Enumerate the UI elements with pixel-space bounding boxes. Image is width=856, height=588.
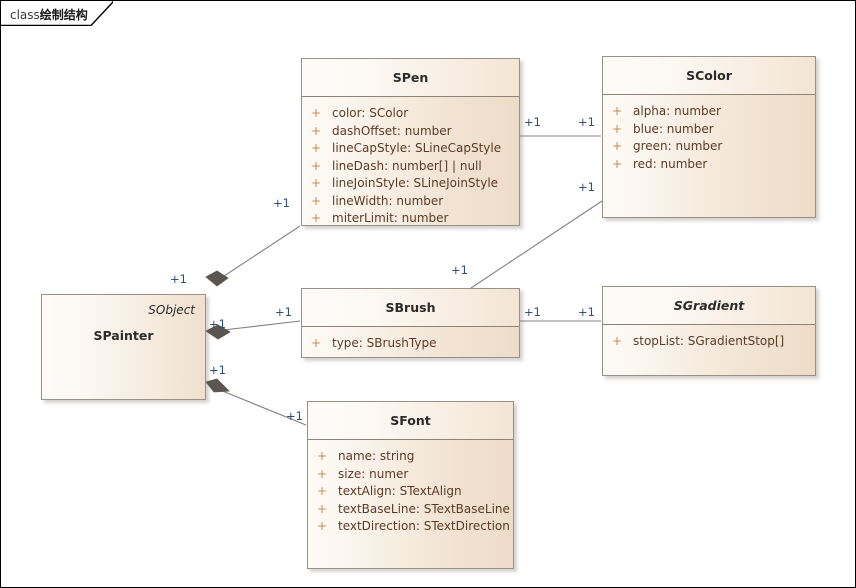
frame-name: 绘制结构 (39, 8, 88, 22)
class-box-spainter[interactable]: SObject SPainter (41, 294, 206, 400)
attribute-text: red: number (633, 156, 708, 171)
attribute-row: + textDirection: STextDirection (308, 518, 513, 536)
class-header-sgradient: SGradient (603, 287, 815, 325)
class-attributes-sbrush: + type: SBrushType (302, 327, 519, 353)
multiplicity-sbrush-scolor-target: +1 (578, 180, 595, 194)
attribute-row: + color: SColor (302, 105, 519, 123)
attribute-text: color: SColor (332, 106, 409, 120)
attribute-visibility: + (317, 484, 328, 498)
attribute-text: textBaseLine: STextBaseLine (338, 501, 510, 516)
attribute-visibility: + (311, 106, 322, 120)
class-title-spen: SPen (392, 70, 429, 85)
connector-spainter-spen (214, 225, 301, 283)
attribute-text: lineWidth: number (332, 193, 444, 208)
composition-diamond-sfont (205, 378, 230, 393)
class-title-spainter: SPainter (93, 328, 154, 343)
diagram-frame-tab: class绘制结构 (1, 1, 113, 26)
class-title-scolor: SColor (686, 68, 732, 83)
multiplicity-spainter-sbrush-target: +1 (275, 305, 292, 319)
attribute-row: + blue: number (603, 121, 815, 139)
attribute-visibility: + (311, 158, 322, 173)
frame-tab-label: class绘制结构 (10, 6, 88, 23)
attribute-visibility: + (317, 501, 328, 516)
class-box-sbrush[interactable]: SBrush + type: SBrushType (301, 288, 520, 358)
multiplicity-sbrush-sgradient-target: +1 (578, 305, 595, 319)
multiplicity-spainter-sbrush-source: +1 (209, 317, 226, 331)
attribute-visibility: + (612, 104, 623, 118)
attribute-row: + lineWidth: number (302, 193, 519, 211)
attribute-row: + name: string (308, 448, 513, 466)
attribute-text: alpha: number (633, 104, 721, 118)
attribute-row: + textBaseLine: STextBaseLine (308, 501, 513, 519)
connector-spainter-sbrush (214, 320, 301, 332)
multiplicity-sbrush-sgradient-source: +1 (524, 305, 541, 319)
attribute-row: + lineJoinStyle: SLineJoinStyle (302, 175, 519, 193)
class-box-spen[interactable]: SPen + color: SColor + dashOffset: numbe… (301, 58, 520, 226)
multiplicity-spainter-spen-source: +1 (170, 272, 187, 286)
attribute-text: lineDash: number[] | null (332, 158, 482, 173)
frame-tab-shape (1, 1, 113, 26)
attribute-text: stopList: SGradientStop[] (633, 334, 785, 348)
multiplicity-spen-scolor-target: +1 (578, 115, 595, 129)
class-box-sfont[interactable]: SFont + name: string + size: numer + tex… (307, 401, 514, 569)
frame-keyword: class (10, 8, 40, 22)
attribute-text: miterLimit: number (332, 211, 449, 225)
class-title-sbrush: SBrush (385, 300, 436, 315)
attribute-row: + stopList: SGradientStop[] (603, 333, 815, 351)
multiplicity-spainter-spen-target: +1 (273, 196, 290, 210)
attribute-visibility: + (612, 334, 623, 348)
class-stereotype-spainter: SObject (148, 303, 195, 317)
attribute-text: textAlign: STextAlign (338, 484, 462, 498)
attribute-text: lineCapStyle: SLineCapStyle (332, 141, 502, 155)
attribute-row: + type: SBrushType (302, 335, 519, 353)
attribute-visibility: + (311, 336, 322, 350)
attribute-text: textDirection: STextDirection (338, 519, 510, 533)
attribute-visibility: + (317, 449, 328, 463)
attribute-row: + miterLimit: number (302, 210, 519, 228)
attribute-text: name: string (338, 449, 415, 463)
multiplicity-sbrush-scolor-source: +1 (451, 263, 468, 277)
multiplicity-spainter-sfont-target: +1 (286, 409, 303, 423)
attribute-row: + alpha: number (603, 103, 815, 121)
attribute-text: green: number (633, 139, 723, 153)
attribute-visibility: + (311, 123, 322, 138)
class-header-sbrush: SBrush (302, 289, 519, 327)
attribute-text: blue: number (633, 121, 714, 136)
attribute-visibility: + (311, 176, 322, 190)
attribute-row: + green: number (603, 138, 815, 156)
multiplicity-spen-scolor-source: +1 (524, 115, 541, 129)
multiplicity-spainter-sfont-source: +1 (209, 363, 226, 377)
attribute-row: + size: numer (308, 466, 513, 484)
attribute-visibility: + (612, 121, 623, 136)
attribute-visibility: + (317, 519, 328, 533)
attribute-visibility: + (612, 156, 623, 171)
attribute-text: type: SBrushType (332, 336, 437, 350)
attribute-row: + lineDash: number[] | null (302, 158, 519, 176)
attribute-row: + lineCapStyle: SLineCapStyle (302, 140, 519, 158)
class-attributes-sfont: + name: string + size: numer + textAlign… (308, 440, 513, 536)
attribute-text: dashOffset: number (332, 123, 452, 138)
class-attributes-spen: + color: SColor + dashOffset: number + l… (302, 97, 519, 228)
attribute-row: + red: number (603, 156, 815, 174)
class-title-sfont: SFont (390, 413, 431, 428)
class-header-scolor: SColor (603, 57, 815, 95)
class-header-spen: SPen (302, 59, 519, 97)
attribute-row: + textAlign: STextAlign (308, 483, 513, 501)
class-attributes-scolor: + alpha: number + blue: number + green: … (603, 95, 815, 173)
attribute-text: size: numer (338, 466, 409, 481)
attribute-visibility: + (317, 466, 328, 481)
attribute-visibility: + (311, 141, 322, 155)
attribute-visibility: + (612, 139, 623, 153)
class-box-sgradient[interactable]: SGradient + stopList: SGradientStop[] (602, 286, 816, 376)
attribute-row: + dashOffset: number (302, 123, 519, 141)
class-title-sgradient: SGradient (673, 298, 745, 313)
attribute-visibility: + (311, 211, 322, 225)
attribute-text: lineJoinStyle: SLineJoinStyle (332, 176, 499, 190)
class-attributes-sgradient: + stopList: SGradientStop[] (603, 325, 815, 351)
composition-diamond-spen (205, 270, 229, 287)
class-header-spainter: SObject SPainter (42, 295, 205, 399)
class-box-scolor[interactable]: SColor + alpha: number + blue: number + … (602, 56, 816, 218)
class-header-sfont: SFont (308, 402, 513, 440)
attribute-visibility: + (311, 193, 322, 208)
